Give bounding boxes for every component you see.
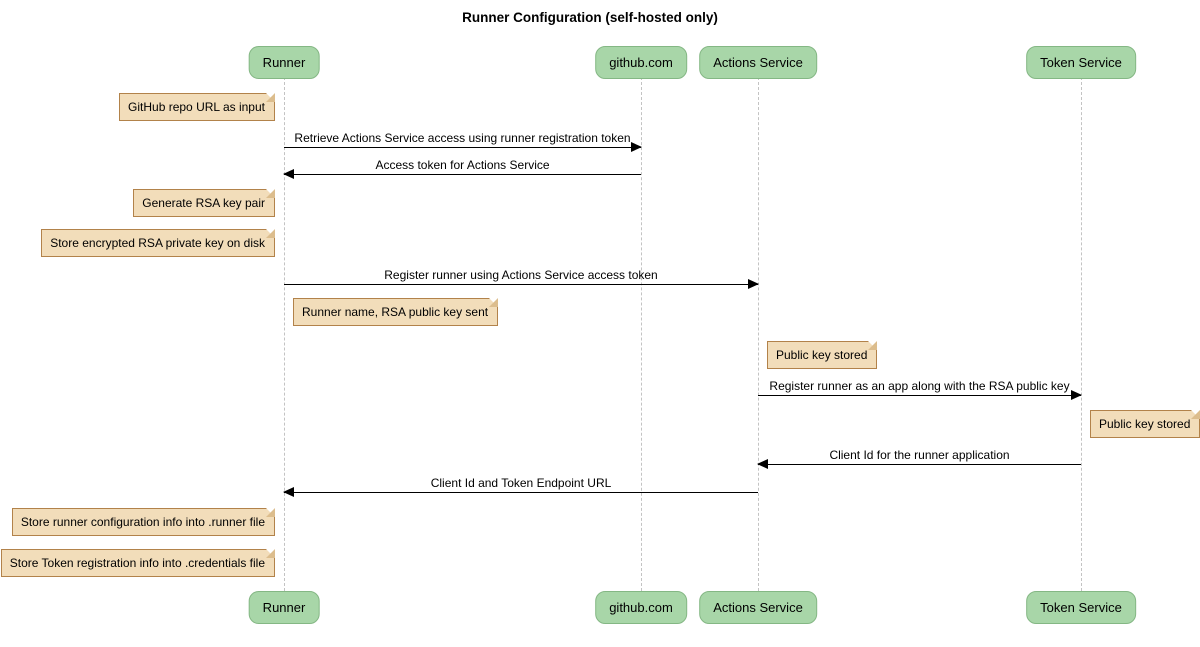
note: Generate RSA key pair <box>133 189 275 217</box>
note: Store runner configuration info into .ru… <box>11 508 276 536</box>
message-line <box>757 459 1081 469</box>
participant-label: github.com <box>609 600 673 615</box>
participant-label: Token Service <box>1040 55 1122 70</box>
message-line <box>758 390 1082 400</box>
participant-label: Actions Service <box>713 600 803 615</box>
note: Store Token registration info into .cred… <box>0 549 276 577</box>
message-label: Register runner using Actions Service ac… <box>384 268 658 282</box>
participant-bottom-runner: Runner <box>248 591 320 624</box>
message-runner-to-github-com: Retrieve Actions Service access using ru… <box>284 131 642 152</box>
participant-label: Runner <box>262 600 306 615</box>
note: Store encrypted RSA private key on disk <box>41 229 275 257</box>
message-line <box>283 487 758 497</box>
message-actions-service-to-runner: Client Id and Token Endpoint URL <box>283 476 758 497</box>
participant-label: github.com <box>609 55 673 70</box>
note: Runner name, RSA public key sent <box>293 298 499 326</box>
message-label: Client Id and Token Endpoint URL <box>430 476 612 490</box>
message-github-com-to-runner: Access token for Actions Service <box>283 158 641 179</box>
arrowhead-right-icon <box>631 142 642 152</box>
participant-top-runner: Runner <box>248 46 320 79</box>
message-label: Register runner as an app along with the… <box>769 379 1070 393</box>
participant-label: Runner <box>262 55 306 70</box>
message-line <box>284 279 759 289</box>
arrowhead-left-icon <box>757 459 768 469</box>
participant-top-token-service: Token Service <box>1026 46 1136 79</box>
note: GitHub repo URL as input <box>119 93 275 121</box>
arrowhead-left-icon <box>283 169 294 179</box>
message-runner-to-actions-service: Register runner using Actions Service ac… <box>284 268 759 289</box>
message-label: Retrieve Actions Service access using ru… <box>294 131 631 145</box>
participant-label: Token Service <box>1040 600 1122 615</box>
participant-top-actions-service: Actions Service <box>699 46 817 79</box>
arrowhead-right-icon <box>748 279 759 289</box>
arrowhead-left-icon <box>283 487 294 497</box>
arrowhead-right-icon <box>1071 390 1082 400</box>
message-actions-service-to-token-service: Register runner as an app along with the… <box>758 379 1082 400</box>
message-label: Access token for Actions Service <box>375 158 550 172</box>
message-label: Client Id for the runner application <box>829 448 1010 462</box>
note: Public key stored <box>1090 410 1200 438</box>
diagram-title: Runner Configuration (self-hosted only) <box>462 10 718 25</box>
participant-label: Actions Service <box>713 55 803 70</box>
lifeline-runner <box>284 77 285 591</box>
message-token-service-to-actions-service: Client Id for the runner application <box>757 448 1081 469</box>
lifeline-actions-service <box>758 77 759 591</box>
participant-bottom-token-service: Token Service <box>1026 591 1136 624</box>
participant-bottom-github-com: github.com <box>595 591 687 624</box>
lifeline-github-com <box>641 77 642 591</box>
participant-top-github-com: github.com <box>595 46 687 79</box>
participant-bottom-actions-service: Actions Service <box>699 591 817 624</box>
lifeline-token-service <box>1081 77 1082 591</box>
message-line <box>284 142 642 152</box>
note: Public key stored <box>767 341 878 369</box>
message-line <box>283 169 641 179</box>
